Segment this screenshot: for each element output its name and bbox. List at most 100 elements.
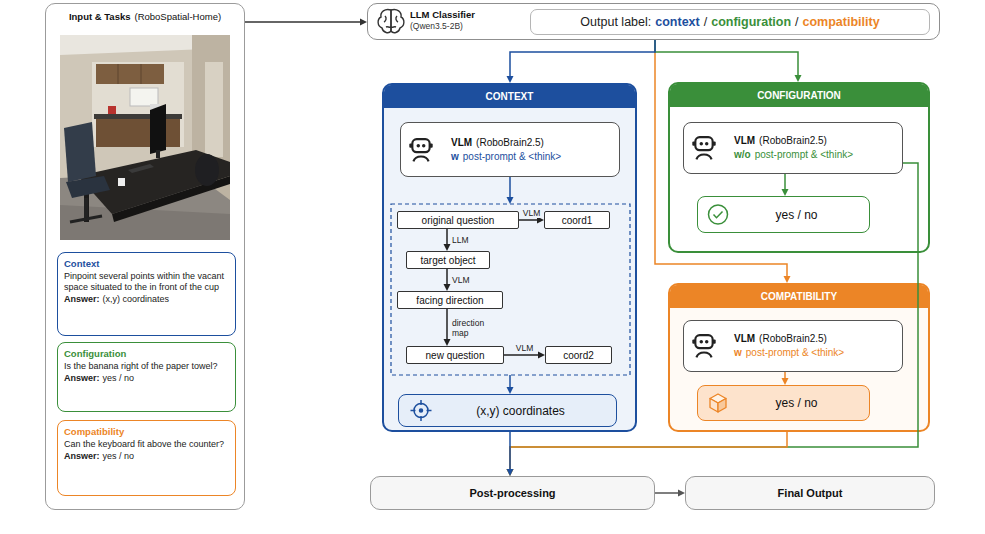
room-photo — [94, 114, 182, 119]
node-text: (RoboBrain2.5) — [476, 137, 544, 148]
branch-panel: COMPATIBILITY VLM (RoboBrain2.5) w post-prom… — [668, 283, 930, 432]
dashed-group — [391, 204, 630, 375]
node-text: yes / no — [103, 451, 135, 461]
check-icon — [709, 205, 728, 224]
node-text: post-prompt & <think> — [463, 151, 561, 162]
node-text: (RoboBrain2.5) — [759, 333, 827, 344]
arrow-head — [782, 378, 789, 385]
node-text: Configuration — [64, 348, 229, 360]
brain-icon — [384, 16, 398, 27]
robot-icon — [409, 139, 432, 161]
target-icon — [420, 400, 422, 405]
cube-icon — [710, 394, 726, 412]
arrow-head — [538, 352, 545, 359]
box-content: yes / no — [775, 208, 817, 222]
node-text: Compatibility — [64, 426, 229, 438]
connector-line — [504, 354, 538, 356]
node-text: compatibility — [803, 15, 880, 29]
box-content: coord2 — [563, 350, 594, 361]
node-text: coord1 — [562, 215, 593, 226]
room-photo — [60, 35, 230, 55]
box-content: new question — [426, 350, 485, 361]
node-text: Final Output — [778, 487, 843, 499]
node-text: post-prompt & <think> — [746, 347, 844, 358]
node-text: Answer: — [64, 373, 100, 383]
arrow-head — [444, 339, 451, 346]
branch-panel: CONTEXTVLM(RoboBrain2.5)wpost-prompt & <… — [382, 83, 637, 432]
node-text: Can the keyboard fit above the counter? — [64, 439, 229, 450]
room-photo — [84, 178, 89, 222]
node-text: yes / no — [775, 396, 817, 410]
panel-header: COMPATIBILITY — [670, 285, 928, 308]
room-photo — [60, 205, 230, 240]
edge-label: VLM — [522, 208, 541, 218]
brain-icon — [378, 9, 391, 32]
answer-line: Answer:(x,y) coordinates — [64, 294, 229, 305]
box-content: original question — [422, 215, 495, 226]
connector-line — [510, 163, 918, 469]
connector-line — [784, 372, 786, 378]
connector-line — [655, 40, 787, 276]
target-icon — [414, 404, 428, 418]
flow-arrow — [507, 177, 514, 394]
room-photo — [192, 35, 230, 205]
node-text: (Qwen3.5-2B) — [410, 21, 475, 32]
flow-arrow — [509, 375, 511, 387]
process-box: Post-processing — [370, 476, 655, 510]
result-box: (x,y) coordinates — [398, 394, 617, 427]
task-box: ConfigurationIs the banana right of the … — [57, 342, 236, 412]
cube-icon — [710, 399, 718, 413]
room-photo — [141, 64, 142, 84]
connector-line — [510, 40, 655, 76]
node-text: Is the banana right of the paper towel? — [64, 361, 229, 372]
vlm-content: VLM(RoboBrain2.5)w post-prompt & <think> — [451, 136, 561, 164]
vlm-line: w post-prompt & <think> — [734, 346, 844, 360]
arrow-head — [444, 284, 451, 291]
room-photo — [92, 62, 184, 147]
node-text: Answer: — [64, 294, 100, 304]
node-text: w — [734, 347, 742, 358]
connector — [444, 269, 451, 291]
room-photo — [60, 35, 230, 240]
target-icon — [420, 416, 422, 421]
node-text: Post-processing — [469, 487, 555, 499]
node-text: Context — [64, 258, 229, 270]
edge-label: VLM — [515, 343, 534, 353]
edge-label: LLM — [451, 235, 470, 245]
node-text: new question — [426, 350, 485, 361]
result-box: yes / no — [697, 196, 870, 233]
vlm-line: VLM(RoboBrain2.5) — [451, 136, 561, 150]
target-icon — [427, 410, 432, 412]
node-text: w/o — [734, 149, 751, 160]
classifier-heading: LLM Classifier(Qwen3.5-2B) — [410, 9, 475, 32]
vlm-box: VLM(RoboBrain2.5)w/opost-prompt & <think… — [683, 122, 903, 174]
box-content: facing direction — [416, 295, 483, 306]
step-box: new question — [406, 346, 504, 364]
node-text: CONFIGURATION — [757, 90, 841, 101]
connector-line — [446, 269, 448, 284]
box-content: Post-processing — [469, 487, 555, 499]
box-content: target object — [420, 255, 475, 266]
room-photo — [195, 154, 219, 186]
brain-icon — [391, 9, 404, 32]
arrow-head — [507, 469, 514, 476]
arrow-head — [507, 469, 514, 476]
task-content: CompatibilityCan the keyboard fit above … — [64, 426, 229, 462]
node-text: VLM — [734, 333, 755, 344]
room-photo — [60, 172, 230, 240]
node-text: Answer: — [64, 451, 100, 461]
room-photo — [118, 178, 125, 186]
connector-line — [446, 309, 448, 339]
node-text: configuration — [711, 15, 791, 29]
room-photo — [64, 122, 96, 182]
box-content: (x,y) coordinates — [476, 404, 565, 418]
target-icon — [420, 409, 423, 412]
step-box: coord1 — [544, 211, 610, 229]
connector — [444, 309, 451, 346]
node-text: w — [451, 151, 459, 162]
connector — [655, 490, 685, 497]
arrow-head — [784, 276, 791, 283]
node-text: COMPATIBILITY — [761, 291, 837, 302]
connector — [782, 372, 789, 385]
